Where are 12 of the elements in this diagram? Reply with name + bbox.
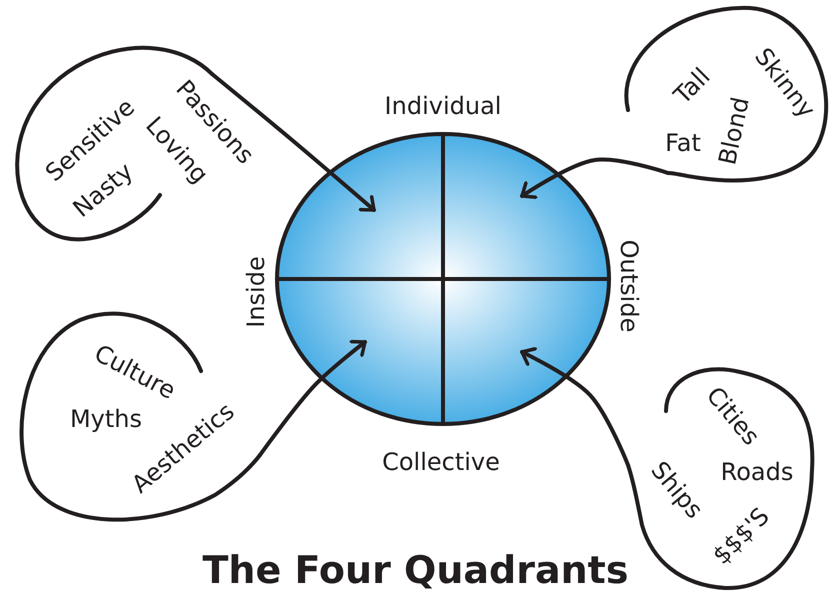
axis-label: Collective <box>382 450 500 474</box>
arrow <box>520 158 670 200</box>
bubble-word: Tall <box>670 64 714 108</box>
arrow <box>258 340 367 457</box>
axis-label: Individual <box>384 94 502 118</box>
bubble-word: Blond <box>715 95 753 167</box>
arrow <box>520 346 630 467</box>
bubble-word: Fat <box>665 131 701 155</box>
arrow <box>210 72 376 212</box>
axis-label: Outside <box>617 240 641 332</box>
axis-label: Inside <box>244 256 268 328</box>
bubble-word: Roads <box>720 460 794 484</box>
